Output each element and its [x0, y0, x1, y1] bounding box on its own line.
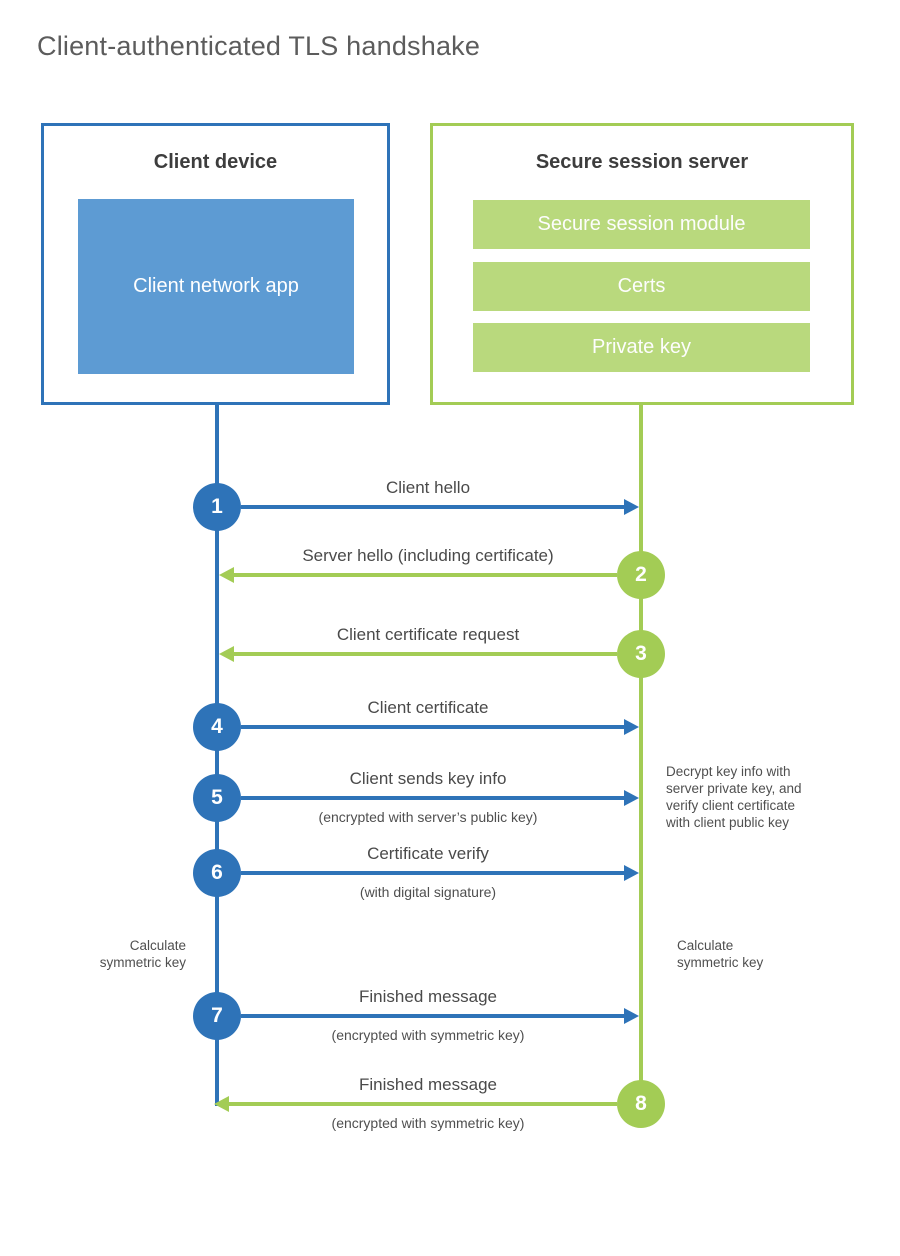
step-5-arrowhead-icon	[624, 790, 639, 806]
step-4-label: Client certificate	[367, 698, 489, 717]
step-5-sublabel: (encrypted with server’s public key)	[318, 809, 538, 825]
step-8-sublabel: (encrypted with symmetric key)	[331, 1115, 525, 1131]
decrypt-key-info-note: Decrypt key info with server private key…	[666, 764, 802, 830]
secure-session-module-bar: Secure session module	[473, 200, 810, 249]
step-4-arrow-line	[241, 725, 624, 729]
step-1-arrow-line	[241, 505, 624, 509]
step-8-arrowhead-icon	[214, 1096, 229, 1112]
calculate-symmetric-key-note-server: Calculate symmetric key	[677, 938, 764, 970]
step-7-arrowhead-icon	[624, 1008, 639, 1024]
step-7-arrow-line	[241, 1014, 624, 1018]
step-2-arrow-line	[234, 573, 617, 577]
step-3-circle: 3	[617, 630, 665, 678]
step-2-arrowhead-icon	[219, 567, 234, 583]
step-2-label: Server hello (including certificate)	[302, 546, 554, 565]
step-8-circle: 8	[617, 1080, 665, 1128]
client-device-title: Client device	[153, 151, 278, 173]
step-8-number: 8	[635, 1092, 647, 1115]
step-4-circle: 4	[193, 703, 241, 751]
step-4-number: 4	[211, 715, 223, 738]
step-8-label: Finished message	[359, 1075, 497, 1094]
step-5-label: Client sends key info	[349, 769, 507, 788]
step-1-label: Client hello	[385, 478, 471, 497]
page-title: Client-authenticated TLS handshake	[37, 31, 481, 61]
step-6-circle: 6	[193, 849, 241, 897]
step-1-circle: 1	[193, 483, 241, 531]
step-5-circle: 5	[193, 774, 241, 822]
step-7-label: Finished message	[359, 987, 497, 1006]
step-5-arrow-line	[241, 796, 624, 800]
step-1-arrowhead-icon	[624, 499, 639, 515]
step-2-number: 2	[635, 563, 647, 586]
step-6-arrow-line	[241, 871, 624, 875]
step-2-circle: 2	[617, 551, 665, 599]
step-1-number: 1	[211, 495, 223, 518]
step-6-number: 6	[211, 861, 223, 884]
certs-bar: Certs	[473, 262, 810, 311]
private-key-bar: Private key	[473, 323, 810, 372]
step-6-label: Certificate verify	[367, 844, 489, 863]
client-network-app-box: Client network app	[78, 199, 354, 374]
calculate-symmetric-key-note-client: Calculate symmetric key	[99, 938, 186, 970]
step-3-number: 3	[635, 642, 647, 665]
secure-session-server-title: Secure session server	[535, 151, 749, 173]
step-5-number: 5	[211, 786, 223, 809]
step-7-sublabel: (encrypted with symmetric key)	[331, 1027, 525, 1043]
step-6-arrowhead-icon	[624, 865, 639, 881]
server-lifeline	[639, 405, 643, 1104]
step-3-arrow-line	[234, 652, 617, 656]
step-7-circle: 7	[193, 992, 241, 1040]
step-4-arrowhead-icon	[624, 719, 639, 735]
step-6-sublabel: (with digital signature)	[359, 884, 497, 900]
client-lifeline	[215, 405, 219, 1106]
step-3-label: Client certificate request	[336, 625, 520, 644]
step-3-arrowhead-icon	[219, 646, 234, 662]
step-7-number: 7	[211, 1004, 223, 1027]
step-8-arrow-line	[229, 1102, 617, 1106]
